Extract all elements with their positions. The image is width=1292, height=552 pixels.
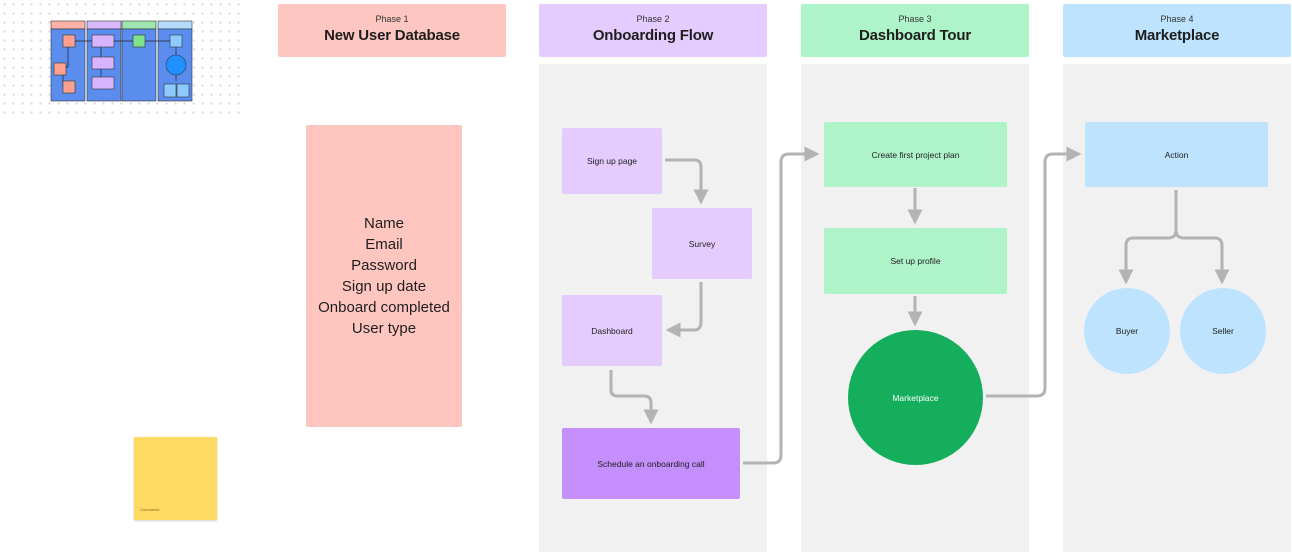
signup-page-node[interactable]: Sign up page: [562, 128, 662, 194]
seller-node[interactable]: Seller: [1180, 288, 1266, 374]
phase-title: Marketplace: [1134, 27, 1220, 44]
phase-title: Onboarding Flow: [592, 27, 714, 44]
field-password: Password: [351, 257, 417, 274]
phase-title: New User Database: [324, 27, 460, 44]
phase-2-header[interactable]: Phase 2 Onboarding Flow: [539, 4, 767, 57]
connector-action-seller: [1174, 229, 1230, 285]
phase-label: Phase 3: [898, 14, 932, 24]
phase-1-header[interactable]: Phase 1 New User Database: [278, 4, 506, 57]
project-plan-node[interactable]: Create first project plan: [824, 122, 1007, 187]
field-user-type: User type: [351, 320, 417, 337]
connector-signup-survey: [665, 158, 709, 205]
sticky-note-text: Comments: [140, 507, 160, 512]
connector-survey-dashboard: [665, 282, 703, 338]
phase-label: Phase 1: [375, 14, 409, 24]
template-thumbnail[interactable]: [50, 19, 194, 103]
user-database-card[interactable]: Name Email Password Sign up date Onboard…: [306, 125, 462, 427]
survey-node[interactable]: Survey: [652, 208, 752, 279]
connector-action-buyer: [1118, 190, 1178, 285]
connector-schedule-projectplan: [743, 146, 820, 465]
connector-marketplace-action: [986, 146, 1082, 398]
connector-dashboard-schedule: [609, 370, 659, 425]
phase-label: Phase 2: [636, 14, 670, 24]
sticky-note[interactable]: Comments: [134, 437, 217, 520]
schedule-call-node[interactable]: Schedule an onboarding call: [562, 428, 740, 499]
action-node[interactable]: Action: [1085, 122, 1268, 187]
phase-title: Dashboard Tour: [859, 27, 971, 44]
buyer-node[interactable]: Buyer: [1084, 288, 1170, 374]
thumbnail-graphic: [50, 20, 193, 102]
marketplace-node[interactable]: Marketplace: [848, 330, 983, 465]
phase-label: Phase 4: [1160, 14, 1194, 24]
field-name: Name: [363, 215, 404, 232]
field-signup-date: Sign up date: [341, 278, 427, 295]
dashboard-node[interactable]: Dashboard: [562, 295, 662, 366]
phase-3-header[interactable]: Phase 3 Dashboard Tour: [801, 4, 1029, 57]
field-email: Email: [365, 236, 403, 253]
phase-4-header[interactable]: Phase 4 Marketplace: [1063, 4, 1291, 57]
setup-profile-node[interactable]: Set up profile: [824, 228, 1007, 294]
field-onboard-completed: Onboard completed: [318, 299, 450, 316]
